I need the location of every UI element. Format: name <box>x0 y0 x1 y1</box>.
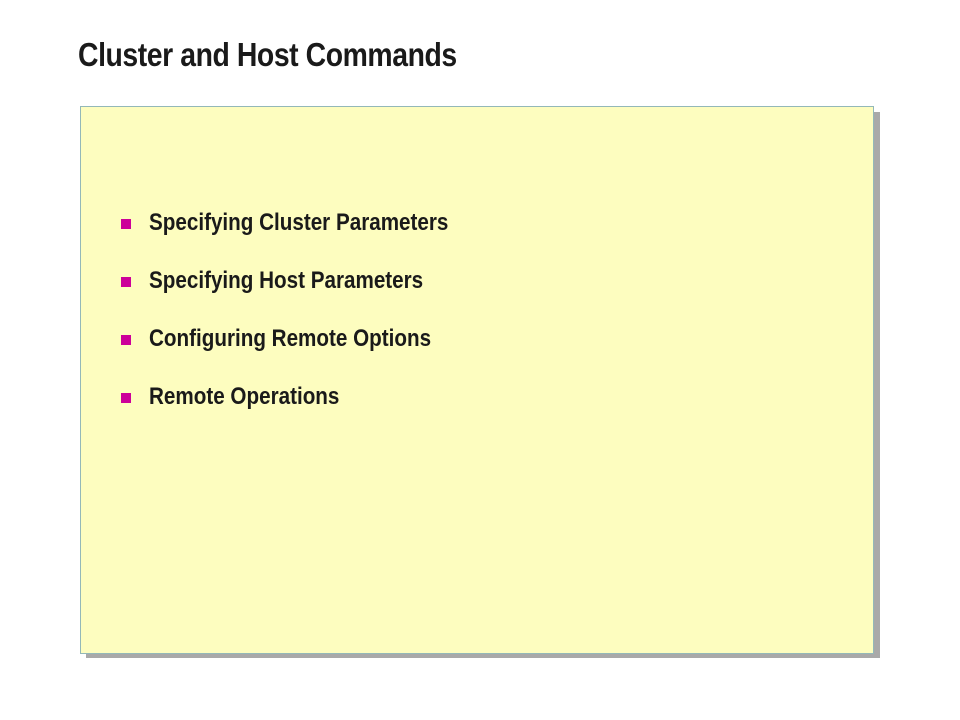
bullet-text: Specifying Cluster Parameters <box>149 209 449 236</box>
bullet-text: Remote Operations <box>149 383 340 410</box>
square-bullet-icon <box>121 219 131 229</box>
bullet-text: Configuring Remote Options <box>149 325 432 352</box>
bullet-text: Specifying Host Parameters <box>149 267 424 294</box>
bullet-list: Specifying Cluster Parameters Specifying… <box>121 209 497 441</box>
bullet-item: Specifying Host Parameters <box>121 267 497 325</box>
content-panel: Specifying Cluster Parameters Specifying… <box>80 106 874 654</box>
bullet-item: Configuring Remote Options <box>121 325 497 383</box>
bullet-item: Remote Operations <box>121 383 497 441</box>
slide-title: Cluster and Host Commands <box>78 36 457 73</box>
square-bullet-icon <box>121 277 131 287</box>
square-bullet-icon <box>121 335 131 345</box>
bullet-item: Specifying Cluster Parameters <box>121 209 497 267</box>
square-bullet-icon <box>121 393 131 403</box>
